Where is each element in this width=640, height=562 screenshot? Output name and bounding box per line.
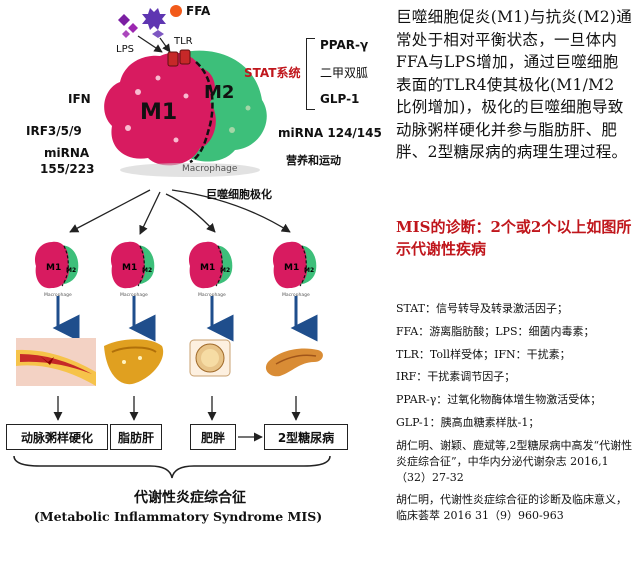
note-line: FFA：游离脂肪酸；LPS：细菌内毒素；: [396, 324, 595, 338]
citation-2: 胡仁明，代谢性炎症综合征的诊断及临床意义，临床荟萃 2016 31（9）960-…: [396, 492, 627, 522]
tlr-label: TLR: [174, 36, 193, 47]
ffa-label: FFA: [186, 4, 211, 18]
outcome-t2dm-box: 2型糖尿病: [264, 424, 348, 450]
lps-molecule-icon: [118, 14, 138, 38]
small-m1-label: M1: [122, 263, 137, 273]
note-line: PPAR-γ：过氧化物酶体增生物激活受体；: [396, 393, 602, 407]
branch-arrow-4: [171, 189, 291, 233]
outcome-arrows: [53, 396, 301, 442]
macrophage-shadow: [120, 163, 260, 177]
small-macrophage-label: Macrophage: [44, 292, 72, 298]
branch-arrow-3: [165, 193, 216, 233]
lps-arrow: [137, 35, 163, 53]
macrophage-large-icon: [104, 49, 267, 166]
small-m1-label: M1: [284, 263, 299, 273]
inhibitor-bracket: [306, 38, 315, 110]
polarization-label: 巨噬细胞极化: [206, 188, 272, 201]
ifn-label: IFN: [68, 92, 91, 106]
mirna-left-label-1: miRNA: [44, 146, 90, 160]
note-line: IRF：干扰素调节因子；: [396, 370, 516, 384]
macrophage-label: Macrophage: [182, 164, 238, 174]
pancreas-icon: [265, 348, 323, 377]
small-m1-label: M1: [46, 263, 61, 273]
small-macrophage-label: Macrophage: [120, 292, 148, 298]
note-line: TLR：Toll样受体；IFN：干扰素；: [396, 347, 571, 361]
bottom-subtitle: (Metabolic Inflammatory Syndrome MIS): [33, 509, 323, 524]
small-m2-label: M2: [220, 267, 230, 274]
fatty-liver-icon: [104, 339, 164, 385]
stat-label: STAT系统: [244, 66, 301, 80]
tlr-molecule-icon: [142, 8, 166, 38]
obesity-icon: [189, 339, 231, 377]
lps-label: LPS: [116, 44, 134, 55]
small-macrophage-label: Macrophage: [198, 292, 226, 298]
nutrition-label: 营养和运动: [286, 154, 341, 167]
small-macrophage-label: Macrophage: [282, 292, 310, 298]
m2-label: M2: [204, 82, 235, 103]
ppar-label: PPAR-γ: [320, 38, 369, 52]
small-m1-label: M1: [200, 263, 215, 273]
branch-arrow-2: [139, 191, 161, 235]
tlr-arrow: [159, 37, 171, 53]
small-m2-label: M2: [304, 267, 314, 274]
outcome-obesity-box: 肥胖: [190, 424, 236, 450]
abbreviation-notes: STAT：信号转导及转录激活因子； FFA：游离脂肪酸；LPS：细菌内毒素； T…: [396, 298, 636, 524]
small-m2-label: M2: [142, 267, 152, 274]
ffa-dot-icon: [170, 5, 182, 17]
outcome-atherosclerosis-box: 动脉粥样硬化: [6, 424, 108, 450]
irf-label: IRF3/5/9: [26, 124, 82, 138]
small-m2-label: M2: [66, 267, 76, 274]
diagnosis-text: MIS的诊断：2个或2个以上如图所示代谢性疾病: [396, 218, 632, 258]
glp1-label: GLP-1: [320, 92, 360, 106]
mirna-right-label: miRNA 124/145: [278, 126, 382, 140]
outcome-fatty-liver-box: 脂肪肝: [110, 424, 162, 450]
note-line: STAT：信号转导及转录激活因子；: [396, 302, 568, 315]
mirna-left-label-2: 155/223: [40, 162, 95, 176]
m1-label: M1: [140, 100, 178, 125]
note-line: GLP-1：胰高血糖素样肽-1；: [396, 415, 540, 429]
branch-arrow-1: [69, 189, 151, 233]
grouping-brace: [13, 455, 331, 479]
citation-1: 胡仁明、谢颖、鹿斌等,2型糖尿病中高发“代谢性炎症综合征”，中华内分泌代谢杂志 …: [396, 438, 633, 484]
bottom-title: 代谢性炎症综合征: [134, 490, 246, 506]
metformin-label: 二甲双胍: [320, 66, 369, 80]
blue-arrows: [52, 296, 318, 342]
description-paragraph: 巨噬细胞促炎(M1)与抗炎(M2)通常处于相对平衡状态，一旦体内FFA与LPS增…: [396, 8, 633, 161]
artery-icon: [16, 338, 96, 386]
